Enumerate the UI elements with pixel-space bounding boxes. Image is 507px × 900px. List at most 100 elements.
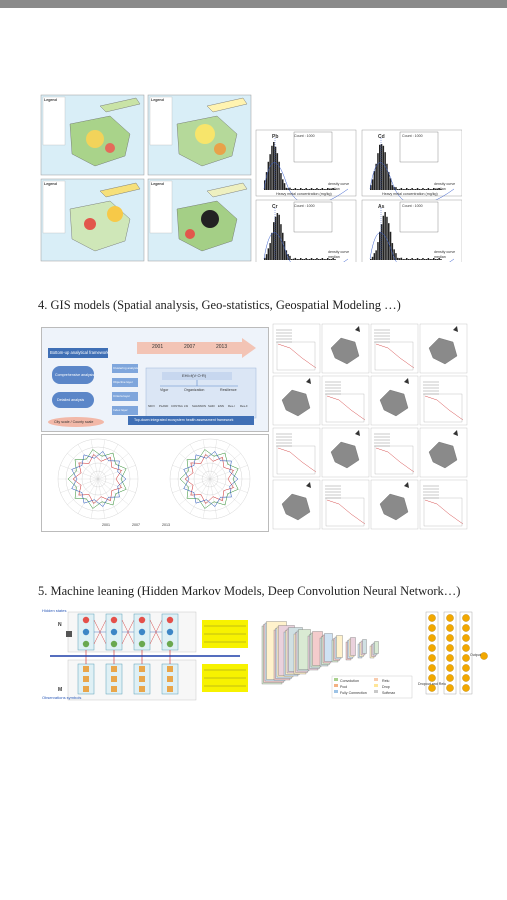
- cnn-legend-item: Drop: [382, 685, 390, 689]
- histogram-bar: [406, 257, 408, 260]
- index-label: LSI: [184, 404, 189, 408]
- gis-map-shape: [330, 441, 360, 469]
- gis-panel: [419, 375, 468, 426]
- cnn-output-label: Output: [470, 653, 481, 657]
- histogram-bar: [425, 259, 428, 260]
- radar-spoke: [202, 478, 211, 519]
- criteria-label: Vigor: [160, 388, 169, 392]
- gis-panel: [419, 479, 468, 530]
- radar-spoke: [179, 453, 211, 480]
- histogram-stats-box: [399, 131, 439, 163]
- map-legend-title: Legend: [151, 98, 164, 102]
- hmm-observation-node: [139, 676, 145, 682]
- radar-spoke: [97, 465, 136, 480]
- histogram-bar: [420, 259, 422, 260]
- histogram-title: Cr: [272, 204, 278, 210]
- hmm-observation-count: M: [58, 687, 63, 693]
- map-panel-3: [40, 178, 145, 262]
- histogram-bar: [328, 259, 331, 260]
- histogram-bar: [271, 232, 273, 260]
- radar-spoke: [90, 439, 99, 480]
- histogram-bar: [429, 259, 431, 260]
- box-clustering: Clustering analysis: [113, 366, 139, 370]
- criteria-label: Resilience: [220, 388, 237, 392]
- hmm-state-node: [110, 628, 118, 636]
- cnn-neuron: [446, 634, 454, 642]
- histogram-bar: [271, 145, 273, 190]
- gis-map-shape: [428, 337, 458, 365]
- histogram-bar: [391, 185, 394, 190]
- map-panel-4: [147, 178, 252, 262]
- cnn-neuron: [462, 664, 470, 672]
- cnn-neuron: [446, 674, 454, 682]
- density-curve: [369, 232, 455, 262]
- histogram-bar: [389, 178, 392, 190]
- hmm-observation-node: [83, 686, 89, 692]
- histogram-bar: [402, 259, 404, 260]
- histogram-bar: [377, 153, 379, 190]
- gis-panel: [321, 375, 370, 426]
- hmm-state-node: [166, 616, 174, 624]
- histogram-bar: [398, 188, 401, 190]
- cnn-legend-item: Softmax: [382, 691, 396, 695]
- hmm-observation-node: [83, 676, 89, 682]
- cnn-legend-swatch: [374, 684, 378, 687]
- cnn-neuron: [446, 614, 454, 622]
- radar-spoke: [209, 478, 241, 505]
- hmm-state-node: [82, 628, 90, 636]
- histogram-bar: [310, 188, 313, 190]
- radar-spoke: [209, 439, 218, 480]
- cnn-neuron: [428, 634, 436, 642]
- histogram-bar: [370, 185, 372, 190]
- radar-spoke: [209, 444, 231, 480]
- cnn-neuron: [428, 614, 436, 622]
- histogram-bar: [303, 258, 306, 260]
- histogram-panels: [255, 129, 462, 262]
- histogram-bar: [379, 231, 381, 260]
- histogram-bar: [267, 248, 270, 260]
- index-label: SHDI: [208, 404, 215, 408]
- histogram-bar: [436, 189, 439, 190]
- cnn-neuron: [428, 684, 436, 692]
- cnn-legend-item: Fully Connection: [340, 691, 367, 695]
- histogram-bar: [409, 258, 412, 260]
- histogram-bar: [380, 224, 383, 260]
- histogram-bar: [276, 153, 279, 190]
- histogram-bar: [431, 259, 433, 260]
- cnn-neuron: [462, 634, 470, 642]
- histogram-bar: [407, 189, 410, 190]
- histogram-bar: [282, 232, 284, 260]
- radar-spoke: [209, 478, 231, 514]
- gis-plot-line: [424, 395, 464, 421]
- scale-label: City scale / County scale: [54, 420, 94, 424]
- histogram-bar: [321, 258, 324, 260]
- radar-series: [183, 451, 239, 507]
- radar-spoke: [97, 439, 106, 480]
- histogram-bar: [375, 250, 377, 260]
- hmm-state-label: N: [58, 622, 62, 628]
- cnn-legend-swatch: [334, 690, 338, 693]
- histogram-bar: [330, 259, 333, 260]
- gis-plot-line: [424, 499, 464, 525]
- histogram-bar: [287, 188, 289, 190]
- histogram-bar: [264, 257, 266, 260]
- box-criteria: Criteria layer: [113, 394, 131, 398]
- histogram-bar: [327, 258, 329, 260]
- figure-ml-models: Hidden states N M Observations symbols C…: [40, 604, 492, 704]
- radar-spoke: [172, 478, 211, 493]
- cnn-legend-swatch: [374, 690, 378, 693]
- section-heading-ml: 5. Machine leaning (Hidden Markov Models…: [38, 584, 461, 598]
- histogram-bar: [323, 189, 325, 190]
- year-label: 2007: [184, 344, 196, 350]
- cnn-neuron: [446, 644, 454, 652]
- cnn-legend-item: Convolution: [340, 679, 359, 683]
- histogram-bar: [393, 186, 395, 190]
- gis-map-shape: [281, 389, 311, 417]
- hmm-state-node: [138, 628, 146, 636]
- histogram-bar: [400, 187, 403, 190]
- top-status-bar: [0, 0, 507, 8]
- histogram-bar: [330, 189, 333, 190]
- histogram-bar: [280, 224, 282, 260]
- histogram-bar: [393, 249, 395, 260]
- histogram-bar: [411, 257, 413, 260]
